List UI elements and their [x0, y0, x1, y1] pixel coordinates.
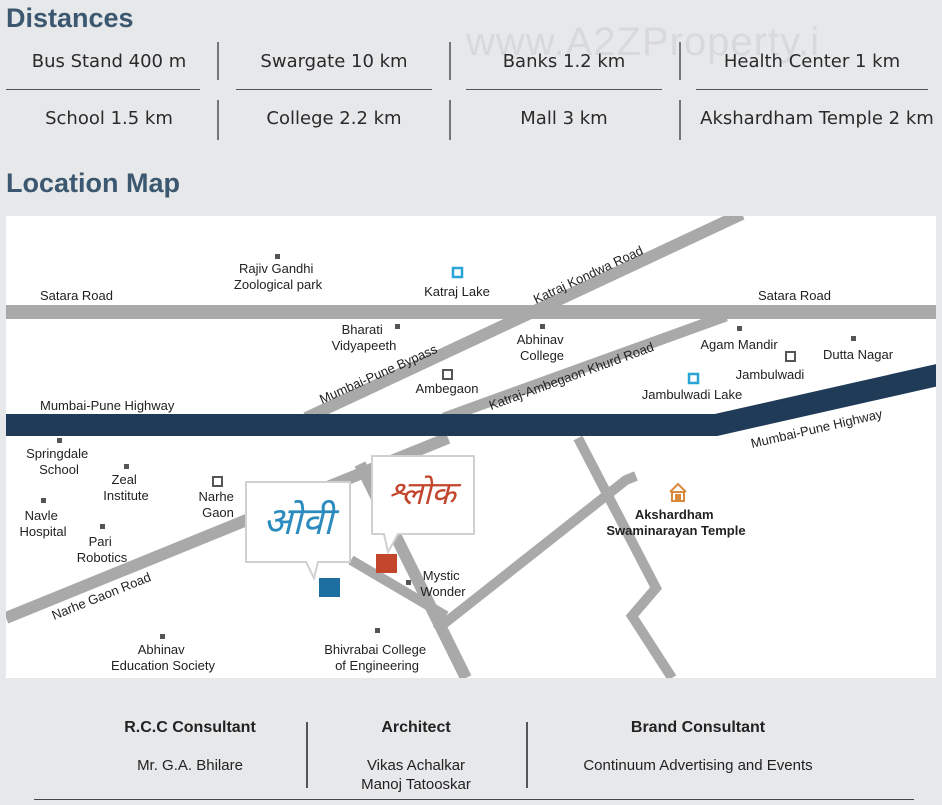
akshardham-label: Akshardham Swaminarayan Temple: [606, 507, 745, 538]
rcc-consultant-heading: R.C.C Consultant: [124, 719, 256, 736]
architect-name-2: Manoj Tatooskar: [361, 776, 471, 793]
place-marker: [406, 580, 411, 585]
project-marker-right: [376, 554, 397, 573]
distance-school: School 1.5 km: [45, 108, 173, 129]
divider: [217, 100, 219, 140]
abhinav-college-label: Abhinav College: [517, 332, 568, 363]
brand-consultant-name: Continuum Advertising and Events: [583, 757, 813, 774]
bharati-label: Bharati Vidyapeeth: [332, 322, 397, 353]
satara-road-left-label: Satara Road: [40, 288, 113, 303]
divider: [6, 89, 200, 90]
agam-mandir-label: Agam Mandir: [700, 337, 778, 352]
place-marker: [160, 634, 165, 639]
katraj-kondwa-road-label: Katraj Kondwa Road: [531, 243, 645, 307]
divider: [217, 42, 219, 80]
place-marker: [737, 326, 742, 331]
rajiv-gandhi-label: Rajiv Gandhi Zoological park: [234, 261, 323, 292]
footer-rule: [34, 799, 914, 800]
footer-divider: [306, 722, 308, 788]
area-marker: [212, 476, 223, 487]
katraj-ambegaon-road: [442, 310, 728, 424]
divider: [449, 42, 451, 80]
project-callout-right: श्लोक: [371, 455, 475, 573]
architect-heading: Architect: [381, 719, 451, 736]
place-marker: [100, 524, 105, 529]
place-marker: [395, 324, 400, 329]
dutta-nagar-label: Dutta Nagar: [823, 347, 894, 362]
highway-left-label: Mumbai-Pune Highway: [40, 398, 175, 413]
project-logo-right: श्लोक: [388, 474, 462, 512]
divider: [466, 89, 662, 90]
mumbai-pune-highway: [6, 364, 936, 436]
distance-bus-stand: Bus Stand 400 m: [31, 51, 187, 72]
divider: [449, 100, 451, 140]
katraj-kondwa-road: [303, 216, 745, 424]
jambulwadi-label: Jambulwadi: [736, 367, 805, 382]
place-marker: [57, 438, 62, 443]
distance-swargate: Swargate 10 km: [260, 51, 408, 72]
distance-mall: Mall 3 km: [520, 108, 608, 129]
katraj-lake-label: Katraj Lake: [424, 284, 490, 299]
divider: [679, 100, 681, 140]
temple-icon: [669, 482, 687, 502]
brand-consultant-heading: Brand Consultant: [630, 719, 766, 736]
location-map: Satara Road Satara Road Katraj Kondwa Ro…: [6, 216, 936, 678]
distance-health-center: Health Center 1 km: [723, 51, 901, 72]
divider: [236, 89, 432, 90]
temple-road: [432, 471, 638, 634]
divider: [696, 89, 928, 90]
architect-name-1: Vikas Achalkar: [366, 757, 466, 774]
divider: [679, 42, 681, 80]
footer-divider: [526, 722, 528, 788]
satara-road-right-label: Satara Road: [758, 288, 831, 303]
abhinav-edu-label: Abhinav Education Society: [111, 642, 216, 673]
place-marker: [41, 498, 46, 503]
springdale-label: Springdale School: [26, 446, 92, 477]
distance-banks: Banks 1.2 km: [502, 51, 626, 72]
zeal-label: Zeal Institute: [103, 472, 149, 503]
project-marker-left: [319, 578, 340, 597]
place-marker: [124, 464, 129, 469]
narhe-gaon-label: Narhe Gaon: [198, 489, 237, 520]
project-callout-left: ओवी: [245, 481, 351, 597]
watermark: www.A2ZProperty.i: [466, 20, 821, 64]
project-logo-left: ओवी: [263, 499, 340, 543]
jambulwadi-lake-label: Jambulwadi Lake: [642, 387, 742, 402]
place-marker: [275, 254, 280, 259]
distance-akshardham: Akshardham Temple 2 km: [700, 108, 934, 129]
mystic-label: Mystic Wonder: [420, 568, 466, 599]
mystic-road: [348, 555, 449, 621]
ambegaon-label: Ambegaon: [416, 381, 479, 396]
place-marker: [851, 336, 856, 341]
pari-label: Pari Robotics: [77, 534, 128, 565]
temple-approach-road: [573, 435, 677, 678]
location-map-title: Location Map: [6, 168, 180, 198]
katraj-ambegaon-road-label: Katraj-Ambegaon Khurd Road: [487, 339, 656, 413]
area-marker: [785, 351, 796, 362]
map-canvas: Satara Road Satara Road Katraj Kondwa Ro…: [6, 216, 936, 678]
place-marker: [375, 628, 380, 633]
area-marker: [442, 369, 453, 380]
lake-marker: [687, 372, 700, 385]
lake-marker: [451, 266, 464, 279]
navle-label: Navle Hospital: [20, 508, 67, 539]
bhivrabai-label: Bhivrabai College of Engineering: [324, 642, 430, 673]
distance-college: College 2.2 km: [266, 108, 402, 129]
place-marker: [540, 324, 545, 329]
rcc-consultant-name: Mr. G.A. Bhilare: [137, 757, 243, 774]
distances-title: Distances: [6, 3, 134, 33]
